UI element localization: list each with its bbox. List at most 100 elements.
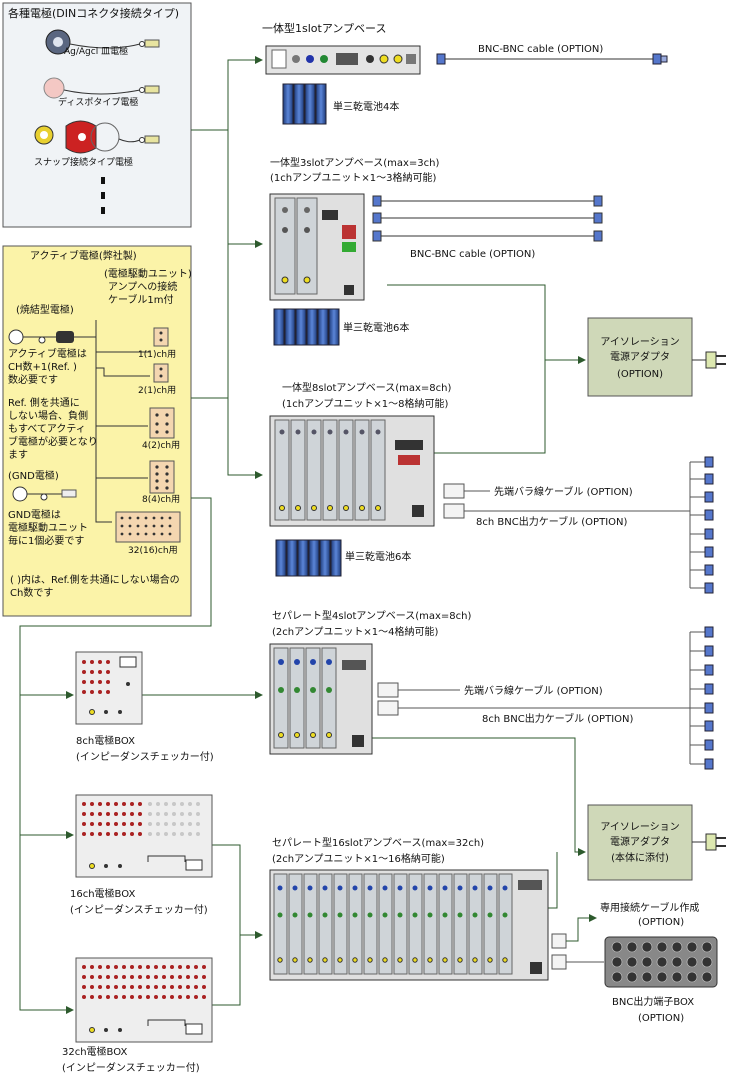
sep16-title: セパレート型16slotアンプベース(max=32ch) <box>272 836 484 849</box>
note2-line4: ブ電極が必要となり <box>8 435 98 448</box>
sep4-output-connectors <box>377 631 705 765</box>
base8-device <box>269 415 435 527</box>
base8-sub: (1chアンプユニット×1～8格納可能) <box>282 397 449 410</box>
active-title: アクティブ電極(弊社製) <box>30 249 137 262</box>
sep4-cable1-label: 先端バラ線ケーブル (OPTION) <box>464 684 603 697</box>
battery-6a-icon <box>273 308 340 346</box>
custom-cable-line1: 専用接続ケーブル作成 <box>600 901 699 914</box>
adapter1-box: アイソレーション 電源アダプタ (OPTION) <box>587 317 693 397</box>
adapter2-line2: 電源アダプタ <box>610 835 670 848</box>
sep4-sub: (2chアンプユニット×1～4格納可能) <box>272 625 439 638</box>
snap-electrode-icon <box>34 120 160 154</box>
snap-label: スナップ接続タイプ電極 <box>34 156 133 168</box>
active-electrode-panel: アクティブ電極(弊社製) (電極駆動ユニット) アンプへの接続 ケーブル1m付 … <box>2 245 192 617</box>
box8-device <box>75 651 143 725</box>
unit-caption-3: ケーブル1m付 <box>108 293 174 306</box>
unit-caption-2: アンプへの接続 <box>108 280 177 293</box>
bnc-cables-3-icon <box>372 195 603 242</box>
unit-label-2: 2(1)ch用 <box>138 385 176 396</box>
box32-line1: 32ch電極BOX <box>62 1045 127 1058</box>
bnc-output-box-icon <box>604 936 718 988</box>
unit-1ch-icon <box>153 327 169 347</box>
box8-line1: 8ch電極BOX <box>76 734 135 747</box>
adapter2-box: アイソレーション 電源アダプタ (本体に添付) <box>587 804 693 881</box>
adapter1-line3: (OPTION) <box>617 369 663 380</box>
battery-6b-label: 単三乾電池6本 <box>345 550 411 563</box>
base3-sub: (1chアンプユニット×1～3格納可能) <box>270 171 437 184</box>
box32-line2: (インピーダンスチェッカー付) <box>62 1061 200 1074</box>
plug-2-icon <box>692 833 726 851</box>
sep4-device <box>269 643 373 755</box>
adapter1-line1: アイソレーション <box>600 337 679 348</box>
bnc-cable-1-icon <box>436 53 668 65</box>
sep16-sub: (2chアンプユニット×1～16格納可能) <box>272 852 445 865</box>
more-dots <box>101 177 105 214</box>
adapter2-line1: アイソレーション <box>600 822 679 833</box>
battery-6b-icon <box>275 539 342 577</box>
unit-label-8: 8(4)ch用 <box>142 494 180 505</box>
note1-line2: CH数+1(Ref. ) <box>8 360 77 373</box>
gnd-title: (GND電極) <box>8 469 59 482</box>
battery-4-icon <box>282 83 327 125</box>
battery-4-label: 単三乾電池4本 <box>333 100 399 113</box>
base8-cable2-label: 8ch BNC出力ケーブル (OPTION) <box>476 515 627 528</box>
unit-label-4: 4(2)ch用 <box>142 440 180 451</box>
bnc-cable-1-label: BNC-BNC cable (OPTION) <box>478 44 603 55</box>
sep4-cable2-label: 8ch BNC出力ケーブル (OPTION) <box>482 712 633 725</box>
box8-line2: (インピーダンスチェッカー付) <box>76 750 214 763</box>
adapter1-line2: 電源アダプタ <box>610 350 670 363</box>
unit-8ch-icon <box>149 460 175 494</box>
note1-line1: アクティブ電極は <box>8 347 87 360</box>
bnc-cable-3-label: BNC-BNC cable (OPTION) <box>410 249 535 260</box>
electrode-panel-title: 各種電極(DINコネクタ接続タイプ) <box>8 6 179 20</box>
sep16-device <box>269 869 549 981</box>
base3-title: 一体型3slotアンプベース(max=3ch) <box>270 156 439 169</box>
gnd-electrode-icon <box>12 486 77 502</box>
unit-caption-1: (電極駆動ユニット) <box>104 267 192 280</box>
unit-label-1: 1(1)ch用 <box>138 349 176 360</box>
custom-cable-line2: (OPTION) <box>638 917 684 928</box>
unit-label-32: 32(16)ch用 <box>128 545 178 556</box>
note1-line3: 数必要です <box>8 373 58 386</box>
box16-line2: (インピーダンスチェッカー付) <box>70 903 208 916</box>
base1-title: 一体型1slotアンプベース <box>262 21 387 35</box>
footnote-line2: Ch数です <box>10 586 53 599</box>
sintered-electrode-icon <box>8 329 96 345</box>
sep16-output-connectors <box>551 914 604 970</box>
footnote-line1: ( )内は、Ref.側を共通にしない場合の <box>10 573 180 586</box>
base1-device <box>265 45 421 75</box>
plug-1-icon <box>692 351 726 369</box>
bnc-box-line2: (OPTION) <box>638 1013 684 1024</box>
bnc-box-line1: BNC出力端子BOX <box>612 995 694 1008</box>
battery-6a-label: 単三乾電池6本 <box>343 321 409 334</box>
dispo-electrode-icon <box>43 77 160 99</box>
note2-line2: しない場合、負側 <box>8 409 88 422</box>
dispo-label: ディスポタイプ電極 <box>58 96 138 108</box>
note2-line5: ます <box>8 449 28 461</box>
base3-device <box>269 193 365 301</box>
unit-4ch-icon <box>149 407 175 439</box>
box16-device <box>75 794 213 878</box>
bnc-fanout-8-icon <box>704 456 714 594</box>
adapter2-line3: (本体に添付) <box>611 851 669 864</box>
note3-line3: 毎に1個必要です <box>8 534 84 547</box>
sep4-title: セパレート型4slotアンプベース(max=8ch) <box>272 609 471 622</box>
base8-title: 一体型8slotアンプベース(max=8ch) <box>282 381 451 394</box>
unit-2ch-icon <box>153 363 169 383</box>
electrode-panel: 各種電極(DINコネクタ接続タイプ) Ag/Agcl 皿電極 ディスポタイプ電極 <box>2 2 192 228</box>
unit-32ch-icon <box>115 511 181 543</box>
bnc-fanout-sep4-icon <box>704 626 714 770</box>
box16-line1: 16ch電極BOX <box>70 887 135 900</box>
agagcl-label: Ag/Agcl 皿電極 <box>64 45 128 57</box>
note2-line3: もすべてアクティ <box>8 423 86 435</box>
unit-connectors <box>95 320 150 523</box>
note2-line1: Ref. 側を共通に <box>8 396 80 409</box>
note3-line2: 電極駆動ユニット <box>8 521 88 534</box>
box32-device <box>75 957 213 1043</box>
agagcl-electrode-icon <box>45 29 160 55</box>
sintered-title: (焼結型電極) <box>16 303 74 316</box>
base8-output-connectors <box>443 461 705 589</box>
connector-lines <box>19 56 586 1014</box>
note3-line1: GND電極は <box>8 508 61 521</box>
